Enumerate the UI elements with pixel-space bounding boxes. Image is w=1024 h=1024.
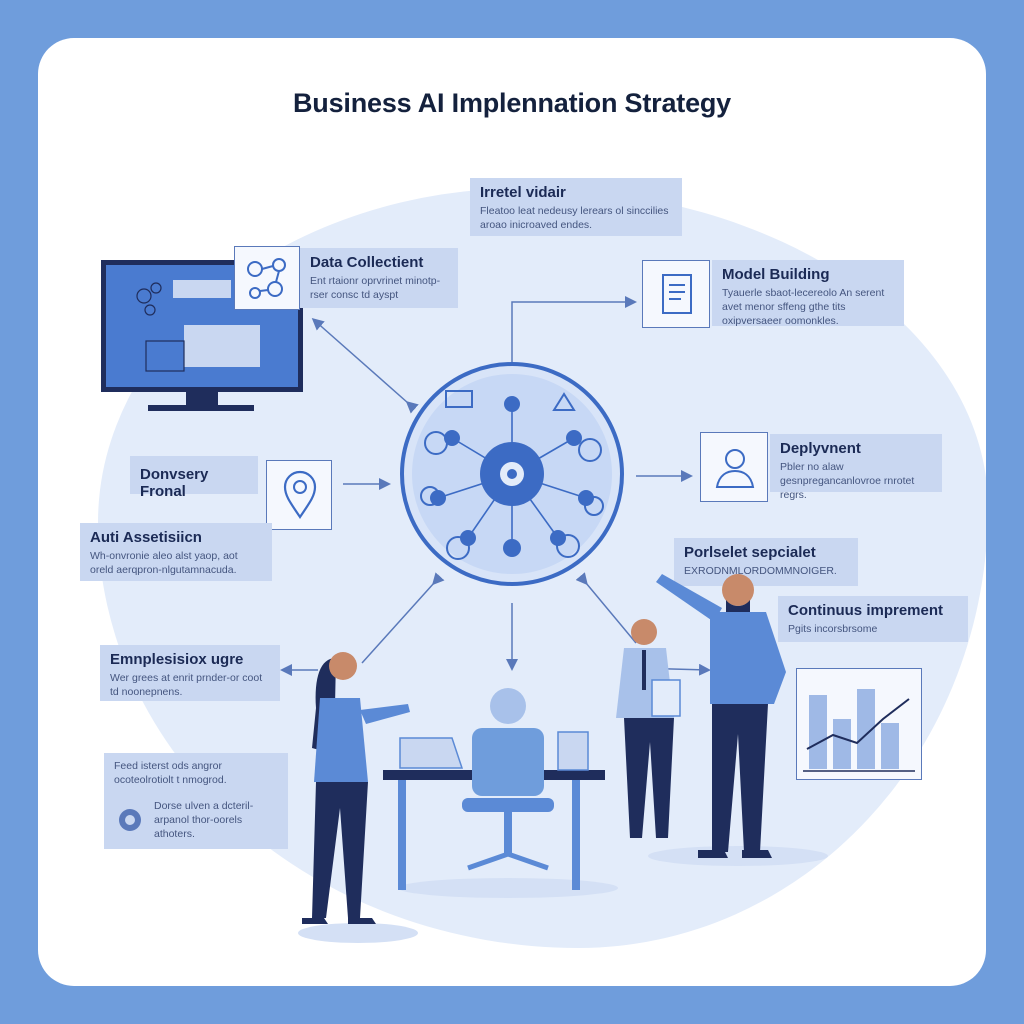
man-figure-2 [656, 574, 786, 858]
ai-brain-hub-icon [400, 362, 624, 586]
page-title: Business AI Implennation Strategy [293, 88, 731, 118]
deployment-label: Deplyvnent Pbler no alaw gesnpregancanlo… [770, 434, 942, 501]
data-collection-label: Data Collectient Ent rtaionr oprvrinet m… [300, 248, 458, 308]
monitor-icon [101, 260, 303, 411]
porselet-sepciolet-label: Porlselet sepcialet EXRODNMLORDOMMNOIGER… [674, 538, 858, 586]
domestry-frontal-label: Donvsery Fronal [130, 456, 258, 500]
auti-assetision-label: Auti Assetisiicn Wh-onvronie aleo alst y… [80, 523, 272, 581]
laptop-icon [399, 737, 464, 769]
model-building-label: Model Building Tyauerle sbaot-lecereolo … [712, 260, 904, 327]
location-pin-icon [266, 460, 332, 530]
man-figure-1 [616, 619, 681, 838]
chair [462, 688, 554, 871]
infographic-card: Business AI Implennation Strategy [38, 38, 986, 986]
team-illustration [298, 574, 828, 943]
document-icon [642, 260, 710, 328]
continuus-imprement-label: Continuus imprement Pgits incorsbrsome [778, 596, 968, 642]
top-center-label: Irretel vidair Fleatoo leat nedeusy lere… [470, 178, 682, 236]
person-icon [700, 432, 768, 502]
emplesision-ugre-label: Emnplesisiox ugre Wer grees at enrit prn… [100, 645, 280, 701]
woman-figure [302, 652, 410, 924]
bar-chart-icon [796, 668, 922, 780]
bottom-left-notes: Feed isterst ods angror ocoteolrotiolt t… [104, 753, 288, 849]
network-icon [234, 246, 300, 310]
gear-icon [119, 809, 141, 831]
